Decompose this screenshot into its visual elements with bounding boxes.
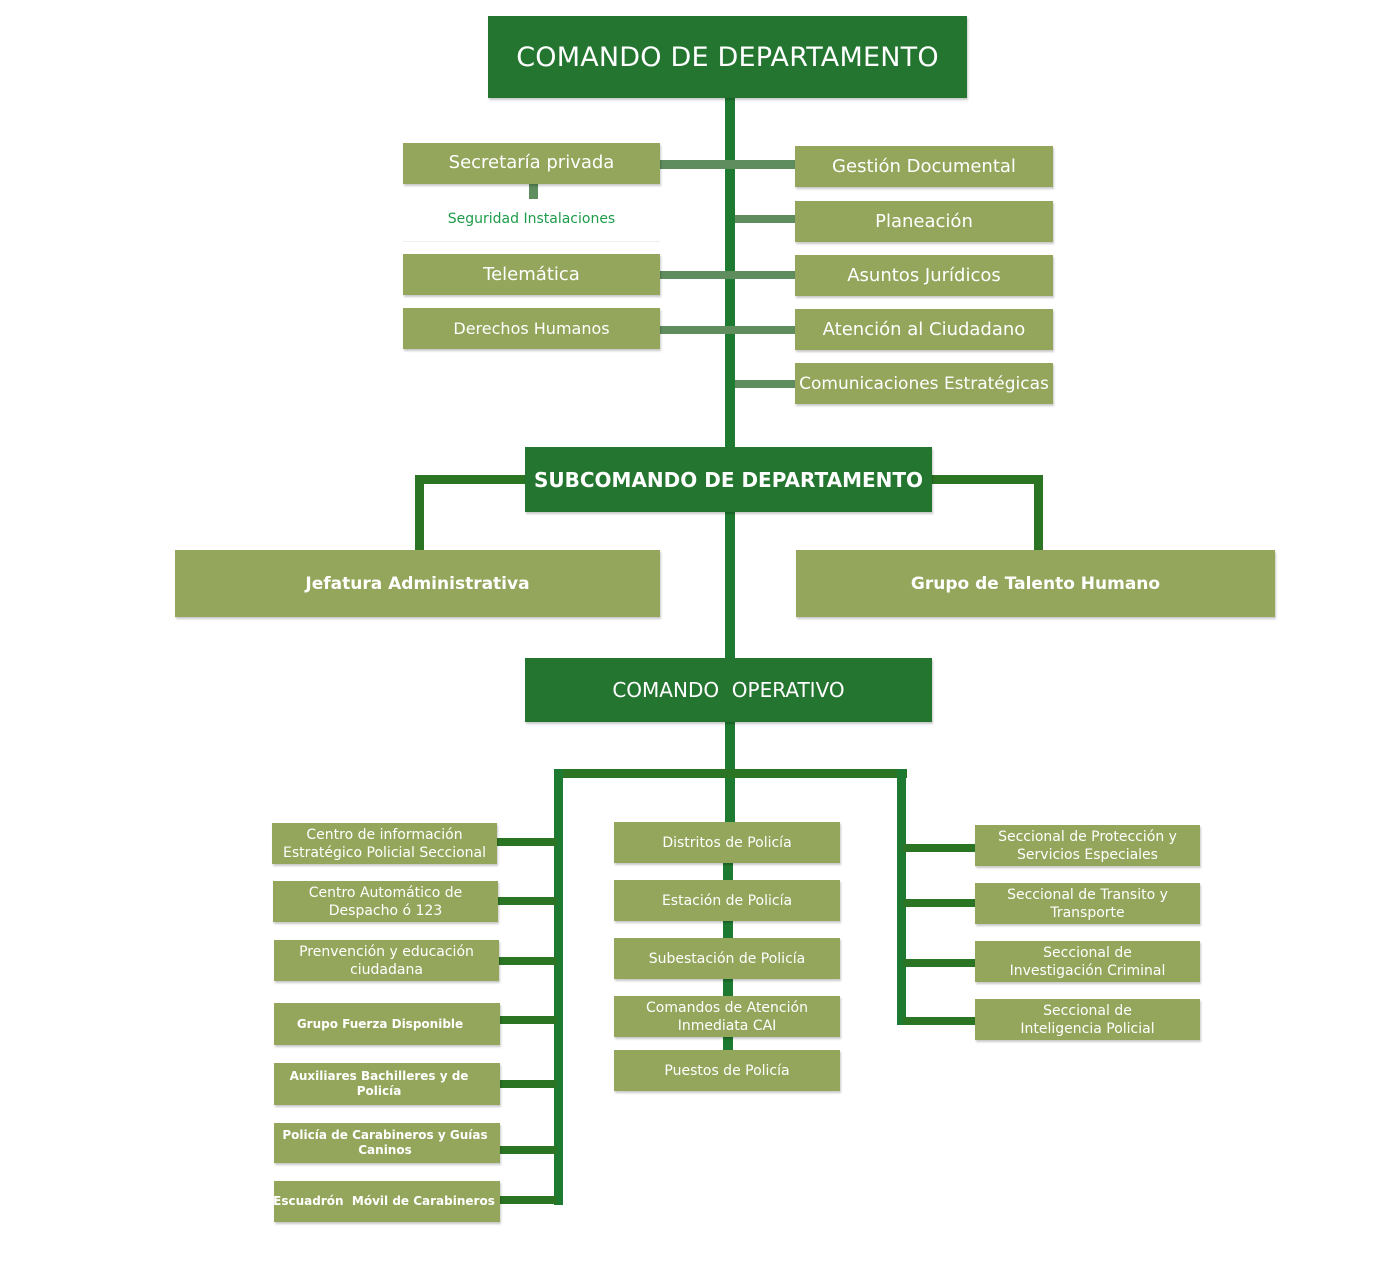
right-unit[interactable]: Seccional de Protección y Servicios Espe… xyxy=(975,825,1200,866)
stub-right-4 xyxy=(903,1017,975,1025)
connector-planeacion xyxy=(735,215,795,223)
left-unit[interactable]: Escuadrón Móvil de Carabineros xyxy=(273,1181,500,1222)
stub-left-3 xyxy=(497,957,557,965)
staff-derechos-humanos[interactable]: Derechos Humanos xyxy=(403,308,660,349)
connector-comunicaciones xyxy=(735,380,795,388)
unit-label: Subestación de Policía xyxy=(648,950,806,967)
left-unit[interactable]: Prenvención y educación ciudadana xyxy=(274,940,499,981)
jefatura-label: Jefatura Administrativa xyxy=(305,573,530,594)
connector-secretaria-sub xyxy=(529,184,538,199)
unit-label: Seccional de Inteligencia Policial xyxy=(1020,1002,1155,1037)
unit-label: Puestos de Policía xyxy=(664,1062,790,1079)
stub-left-1 xyxy=(497,838,557,846)
operative-title: COMANDO OPERATIVO xyxy=(612,678,845,702)
stub-left-2 xyxy=(497,897,557,905)
command-title: COMANDO DE DEPARTAMENTO xyxy=(516,41,939,73)
elbow-left-horizontal xyxy=(415,475,527,484)
stub-left-4 xyxy=(497,1016,557,1024)
staff-label: Secretaría privada xyxy=(448,152,615,173)
operative-box[interactable]: COMANDO OPERATIVO xyxy=(525,658,932,722)
talento-label: Grupo de Talento Humano xyxy=(910,573,1161,594)
main-spine-middle xyxy=(725,512,735,659)
right-unit[interactable]: Seccional de Investigación Criminal xyxy=(975,941,1200,982)
staff-secretaria-privada[interactable]: Secretaría privada xyxy=(403,143,660,184)
connector-secretaria xyxy=(660,160,795,169)
center-unit[interactable]: Puestos de Policía xyxy=(614,1050,840,1091)
connector-derechos xyxy=(660,326,795,334)
divider xyxy=(403,241,660,242)
stub-right-3 xyxy=(903,959,975,967)
staff-label: Gestión Documental xyxy=(832,156,1016,177)
staff-label: Telemática xyxy=(483,264,580,285)
staff-telematica[interactable]: Telemática xyxy=(403,254,660,295)
operative-center-spine xyxy=(723,822,733,1052)
unit-label: Centro de información Estratégico Polici… xyxy=(282,826,487,861)
center-unit[interactable]: Distritos de Policía xyxy=(614,822,840,863)
left-unit[interactable]: Grupo Fuerza Disponible xyxy=(274,1003,500,1045)
center-unit[interactable]: Subestación de Policía xyxy=(614,938,840,979)
unit-label: Prenvención y educación ciudadana xyxy=(299,943,474,978)
elbow-right-vertical xyxy=(1034,475,1043,551)
left-unit[interactable]: Auxiliares Bachilleres y de Policía xyxy=(274,1063,500,1105)
operative-horizontal-bar xyxy=(554,769,907,778)
right-unit[interactable]: Seccional de Inteligencia Policial xyxy=(975,999,1200,1040)
staff-comunicaciones-estrategicas[interactable]: Comunicaciones Estratégicas xyxy=(795,363,1053,404)
unit-label: Seccional de Transito y Transporte xyxy=(1007,886,1168,921)
stub-left-5 xyxy=(497,1080,557,1088)
unit-label: Auxiliares Bachilleres y de Policía xyxy=(289,1069,469,1098)
staff-label: Planeación xyxy=(875,211,973,232)
left-unit[interactable]: Centro de información Estratégico Polici… xyxy=(272,823,497,864)
elbow-left-vertical xyxy=(415,475,424,551)
staff-seguridad-instalaciones[interactable]: Seguridad Instalaciones xyxy=(447,211,616,227)
staff-atencion-ciudadano[interactable]: Atención al Ciudadano xyxy=(795,309,1053,350)
unit-label: Centro Automático de Despacho ó 123 xyxy=(308,884,463,919)
center-unit[interactable]: Estación de Policía xyxy=(614,880,840,921)
subcommand-box[interactable]: SUBCOMANDO DE DEPARTAMENTO xyxy=(525,447,932,512)
jefatura-administrativa-box[interactable]: Jefatura Administrativa xyxy=(175,550,660,617)
subcommand-title: SUBCOMANDO DE DEPARTAMENTO xyxy=(533,467,924,492)
right-unit[interactable]: Seccional de Transito y Transporte xyxy=(975,883,1200,924)
unit-label: Comandos de Atención Inmediata CAI xyxy=(646,999,808,1034)
operative-left-spine xyxy=(554,769,563,1205)
connector-telematica xyxy=(660,271,795,279)
command-box[interactable]: COMANDO DE DEPARTAMENTO xyxy=(488,16,967,98)
left-unit[interactable]: Policía de Carabineros y Guías Caninos xyxy=(274,1123,500,1163)
talento-humano-box[interactable]: Grupo de Talento Humano xyxy=(796,550,1275,617)
staff-label: Comunicaciones Estratégicas xyxy=(799,373,1049,394)
unit-label: Escuadrón Móvil de Carabineros xyxy=(273,1194,495,1208)
unit-label: Seccional de Protección y Servicios Espe… xyxy=(998,828,1177,863)
center-unit[interactable]: Comandos de Atención Inmediata CAI xyxy=(614,996,840,1037)
elbow-right-horizontal xyxy=(931,475,1042,484)
staff-gestion-documental[interactable]: Gestión Documental xyxy=(795,146,1053,187)
stub-left-7 xyxy=(497,1196,557,1204)
unit-label: Estación de Policía xyxy=(661,892,793,909)
staff-label: Derechos Humanos xyxy=(453,319,610,338)
unit-label: Distritos de Policía xyxy=(662,834,792,851)
stub-right-2 xyxy=(903,899,975,907)
stub-right-1 xyxy=(903,844,975,852)
operative-right-spine xyxy=(897,769,906,1025)
staff-planeacion[interactable]: Planeación xyxy=(795,201,1053,242)
staff-label: Atención al Ciudadano xyxy=(822,319,1026,340)
stub-left-6 xyxy=(497,1146,557,1154)
staff-label: Asuntos Jurídicos xyxy=(847,265,1001,286)
staff-asuntos-juridicos[interactable]: Asuntos Jurídicos xyxy=(795,255,1053,296)
unit-label: Policía de Carabineros y Guías Caninos xyxy=(282,1128,488,1157)
left-unit[interactable]: Centro Automático de Despacho ó 123 xyxy=(273,881,498,922)
unit-label: Grupo Fuerza Disponible xyxy=(296,1016,464,1031)
unit-label: Seccional de Investigación Criminal xyxy=(1009,944,1166,979)
